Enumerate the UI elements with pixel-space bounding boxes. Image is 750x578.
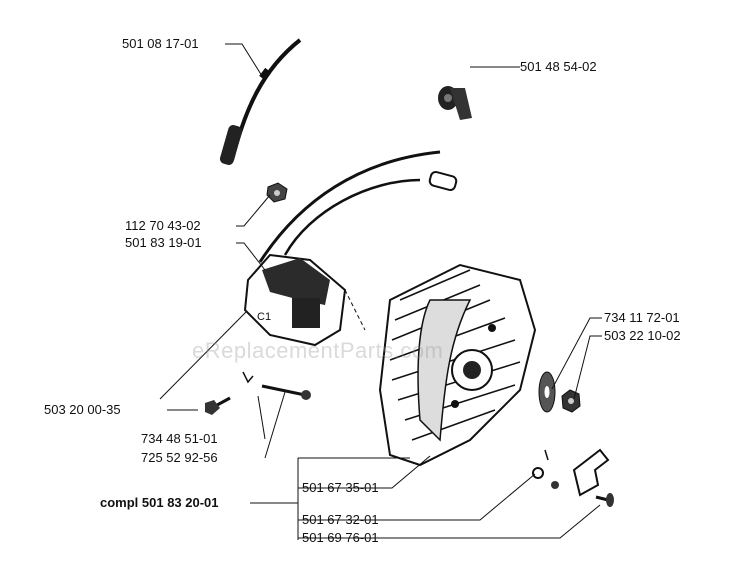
- part-label-725-52-92-56: 725 52 92-56: [141, 450, 218, 465]
- part-label-501-69-76-01: 501 69 76-01: [302, 530, 379, 545]
- watermark: eReplacementParts.com: [192, 338, 444, 363]
- small-nut: [266, 182, 288, 203]
- svg-text:C1: C1: [257, 311, 271, 323]
- mounting-screw: [205, 396, 231, 415]
- part-label-734-11-72-01: 734 11 72-01: [604, 310, 680, 325]
- starter-pawl-assembly: [532, 448, 614, 507]
- long-screw: [242, 371, 311, 400]
- part-label-compl-501-83-20-01: compl 501 83 20-01: [100, 495, 219, 510]
- part-label-501-08-17-01: 501 08 17-01: [122, 36, 199, 51]
- part-label-501-67-35-01: 501 67 35-01: [302, 480, 379, 495]
- part-label-734-48-51-01: 734 48 51-01: [141, 431, 218, 446]
- part-label-503-22-10-02: 503 22 10-02: [604, 328, 681, 343]
- part-label-503-20-00-35: 503 20 00-35: [44, 402, 121, 417]
- part-label-501-83-19-01: 501 83 19-01: [125, 235, 202, 250]
- ignition-module: C1: [243, 150, 458, 347]
- spark-plug-cap: [438, 86, 472, 120]
- part-label-501-48-54-02: 501 48 54-02: [520, 59, 597, 74]
- part-label-112-70-43-02: 112 70 43-02: [125, 218, 201, 233]
- part-label-501-67-32-01: 501 67 32-01: [302, 512, 379, 527]
- ht-lead-wire: [219, 38, 302, 165]
- flywheel-washer: [538, 371, 556, 413]
- leader-lines: [159, 43, 602, 540]
- flywheel: [378, 263, 537, 467]
- flywheel-nut: [561, 389, 581, 413]
